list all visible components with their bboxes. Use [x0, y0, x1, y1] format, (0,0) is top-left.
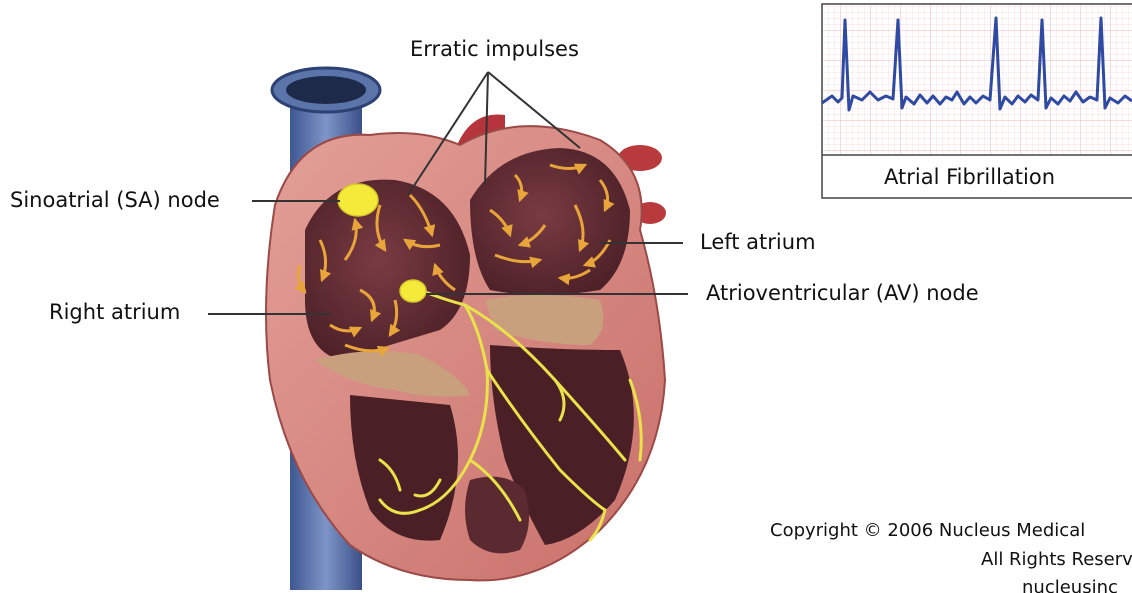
heart-illustration	[266, 68, 666, 590]
copyright-line-1: Copyright © 2006 Nucleus Medical	[770, 522, 1085, 540]
av-node-label: Atrioventricular (AV) node	[706, 283, 979, 304]
right-atrium-label: Right atrium	[49, 302, 180, 323]
ecg-grid	[823, 5, 1132, 155]
left-atrium-label: Left atrium	[700, 232, 816, 253]
ecg-caption: Atrial Fibrillation	[884, 165, 1055, 189]
sa-node	[338, 184, 378, 216]
sa-node-label: Sinoatrial (SA) node	[10, 190, 220, 211]
copyright-block: Copyright © 2006 Nucleus Medical All Rig…	[700, 519, 1132, 593]
av-node	[400, 280, 426, 302]
erratic-impulses-label: Erratic impulses	[410, 39, 579, 60]
inferior-chamber	[465, 477, 529, 554]
copyright-line-3: nucleusinc	[1022, 579, 1118, 593]
copyright-line-2: All Rights Reserved	[981, 551, 1132, 569]
